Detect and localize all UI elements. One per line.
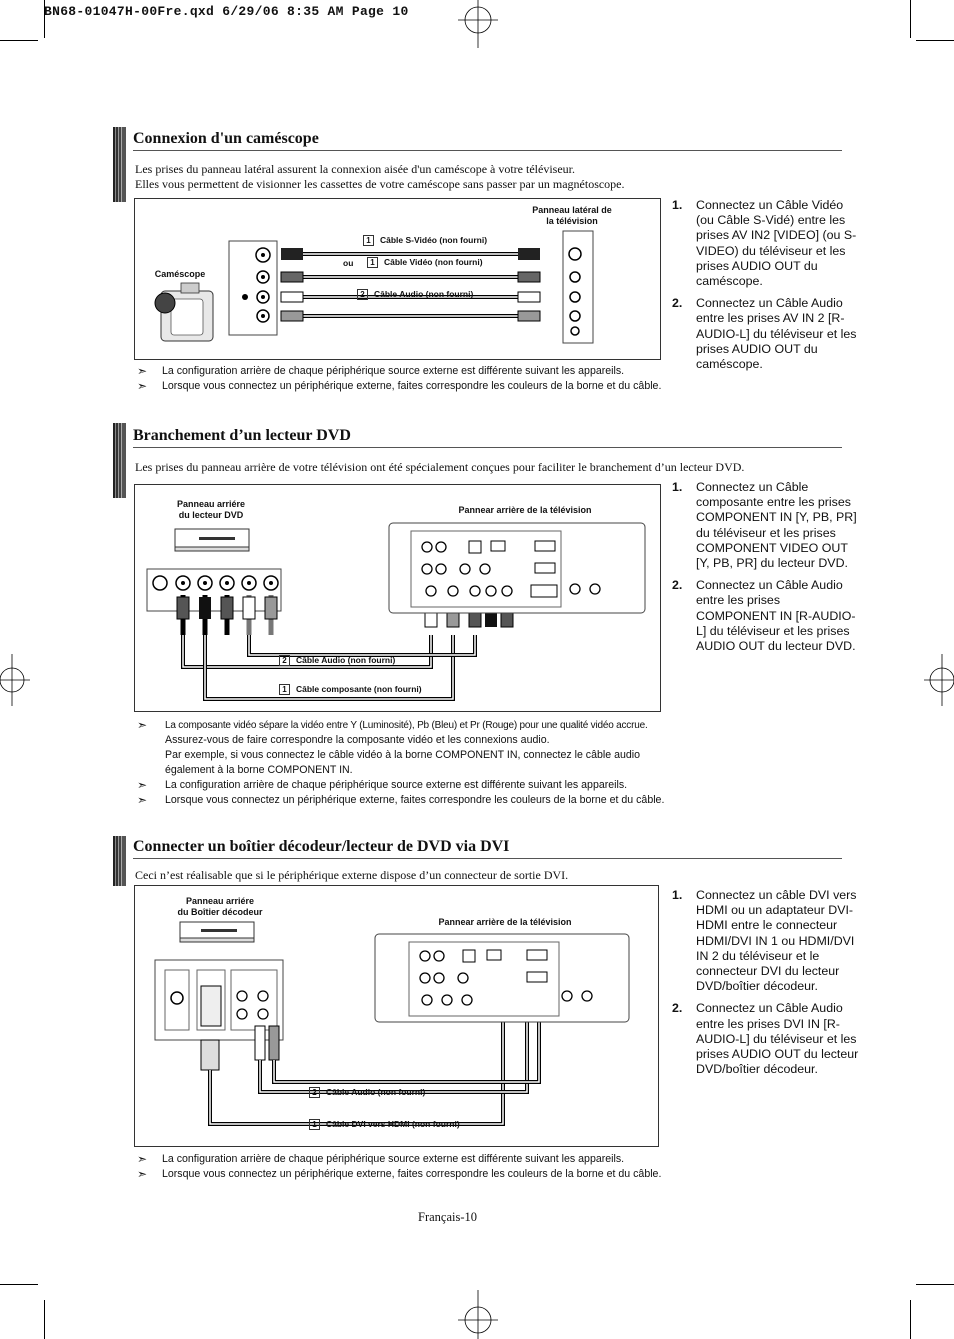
notes-list: ➣La composante vidéo sépare la vidéo ent… bbox=[137, 718, 857, 808]
note-item: ➣La composante vidéo sépare la vidéo ent… bbox=[137, 718, 648, 732]
steps-list: 1.Connectez un Câble composante entre le… bbox=[672, 480, 862, 661]
note-continuation: Assurez-vous de faire correspondre la co… bbox=[165, 734, 550, 746]
step-item: 1.Connectez un Câble Vidéo (ou Câble S-V… bbox=[672, 198, 857, 289]
tv-rear-panel bbox=[374, 933, 630, 1023]
page-number: Français-10 bbox=[418, 1210, 478, 1224]
section-title: Connexion d'un caméscope bbox=[133, 130, 319, 147]
steps-list: 1.Connectez un câble DVI vers HDMI ou un… bbox=[672, 888, 864, 1084]
dvd-rear-panel bbox=[146, 568, 282, 612]
intro-line: Elles vous permettent de visionner les c… bbox=[135, 177, 625, 191]
section-bar bbox=[113, 423, 126, 498]
step-item: 1.Connectez un câble DVI vers HDMI ou un… bbox=[672, 888, 857, 994]
cables bbox=[280, 248, 541, 322]
camcorder-icon bbox=[154, 282, 214, 342]
step-item: 2.Connectez un Câble Audio entre les pri… bbox=[672, 1001, 859, 1077]
notes-list: ➣La configuration arrière de chaque péri… bbox=[137, 1152, 857, 1182]
dvd-panel-label: Panneau arriére du lecteur DVD bbox=[176, 499, 246, 520]
dvd-player-icon bbox=[174, 528, 250, 552]
tv-side-panel bbox=[562, 230, 594, 344]
step-item: 2.Connectez un Câble Audio entre les pri… bbox=[672, 578, 856, 654]
note-item: ➣La configuration arrière de chaque péri… bbox=[137, 778, 628, 792]
section-title: Branchement d’un lecteur DVD bbox=[133, 427, 351, 444]
cable-label-or: ou bbox=[343, 258, 354, 268]
note-continuation: Par exemple, si vous connectez le câble … bbox=[165, 749, 641, 761]
section-bar bbox=[113, 127, 126, 202]
note-item: ➣Lorsque vous connectez un périphérique … bbox=[137, 379, 662, 393]
registration-mark-right bbox=[924, 654, 954, 706]
registration-mark-left bbox=[0, 654, 30, 706]
step-item: 2.Connectez un Câble Audio entre les pri… bbox=[672, 296, 857, 372]
step-item: 1.Connectez un Câble composante entre le… bbox=[672, 480, 857, 571]
note-continuation: également à la borne COMPONENT IN. bbox=[165, 764, 353, 776]
section-intro: Les prises du panneau arrière de votre t… bbox=[135, 460, 745, 474]
tv-rear-panel-label: Pannear arrière de la télévision bbox=[458, 505, 592, 515]
dvd-diagram: Panneau arriére du lecteur DVD Pannear a… bbox=[134, 484, 661, 712]
print-header: BN68-01047H-00Fre.qxd 6/29/06 8:35 AM Pa… bbox=[44, 4, 409, 19]
note-item: ➣La configuration arrière de chaque péri… bbox=[137, 1152, 625, 1166]
section-bar bbox=[113, 836, 126, 886]
camcorder-jack-panel bbox=[228, 240, 278, 336]
section-rule bbox=[133, 447, 842, 448]
note-item: ➣Lorsque vous connectez un périphérique … bbox=[137, 793, 665, 807]
set-top-box-panel-label: Panneau arriére du Boîtier décodeur bbox=[177, 896, 263, 917]
dvi-diagram: Panneau arriére du Boîtier décodeur Pann… bbox=[134, 885, 659, 1147]
tv-side-panel-label: Panneau latéral de la télévision bbox=[532, 205, 612, 226]
camcorder-diagram: Caméscope Panneau latéral de la télévisi… bbox=[134, 198, 661, 360]
section-title: Connecter un boîtier décodeur/lecteur de… bbox=[133, 838, 510, 855]
dvd-diagram-art bbox=[146, 522, 646, 701]
tv-rear-panel bbox=[388, 522, 646, 614]
steps-list: 1.Connectez un Câble Vidéo (ou Câble S-V… bbox=[672, 198, 862, 379]
set-top-box-icon bbox=[179, 921, 255, 943]
notes-list: ➣La configuration arrière de chaque péri… bbox=[137, 364, 857, 394]
registration-mark-top bbox=[458, 0, 498, 48]
registration-mark-bottom bbox=[458, 1290, 498, 1339]
section-intro: Les prises du panneau latéral assurent l… bbox=[135, 162, 835, 192]
dvi-diagram-art bbox=[154, 921, 630, 1126]
camcorder-label: Caméscope bbox=[154, 269, 206, 279]
note-item: ➣La configuration arrière de chaque péri… bbox=[137, 364, 625, 378]
section-rule bbox=[133, 150, 842, 151]
section-rule bbox=[133, 858, 842, 859]
section-intro: Ceci n’est réalisable que si le périphér… bbox=[135, 868, 569, 882]
intro-line: Les prises du panneau latéral assurent l… bbox=[135, 162, 575, 176]
note-item: ➣Lorsque vous connectez un périphérique … bbox=[137, 1167, 662, 1181]
camcorder-diagram-art bbox=[154, 230, 594, 344]
tv-rear-panel-label: Pannear arrière de la télévision bbox=[438, 917, 572, 927]
